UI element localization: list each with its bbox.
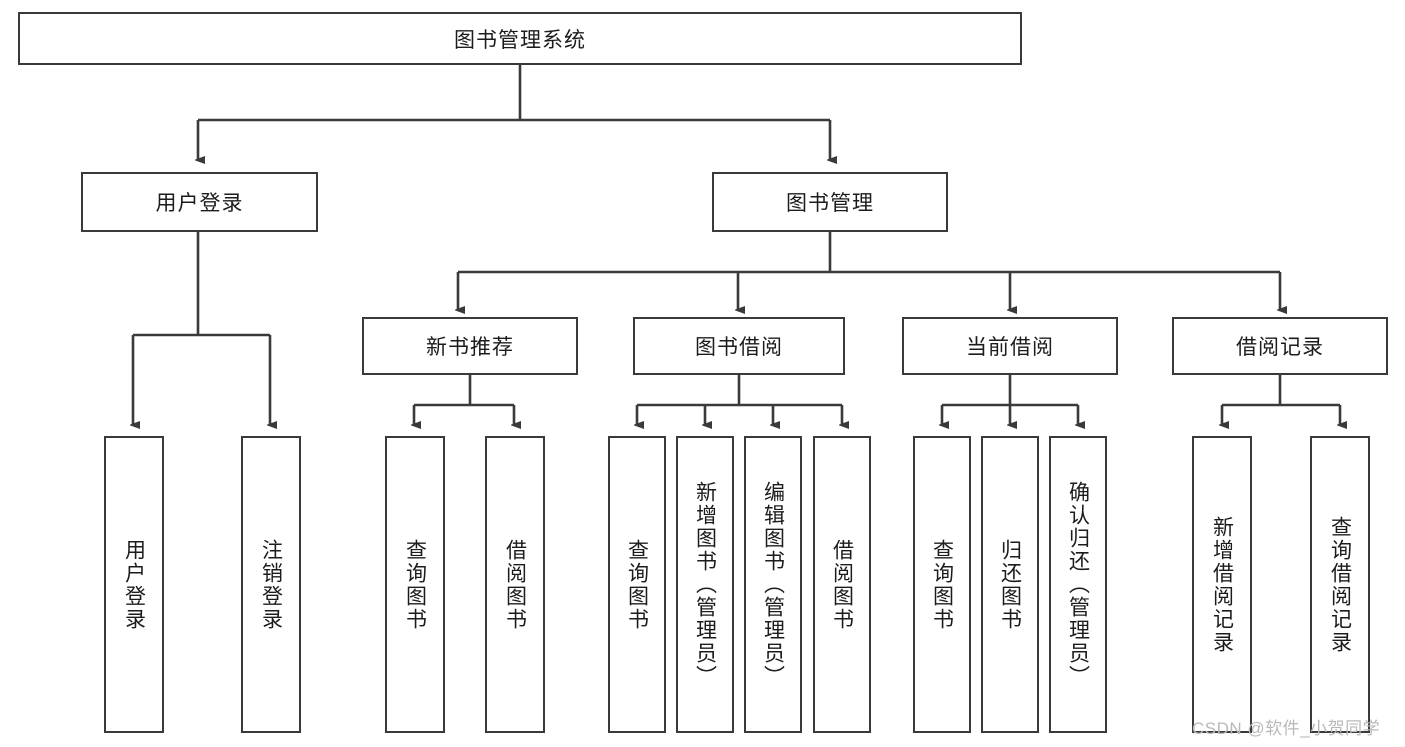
leaf-current-return-book[interactable]: 归还图书 — [981, 436, 1039, 733]
leaf-records-query-record[interactable]: 查询借阅记录 — [1310, 436, 1370, 733]
leaf-label: 查询图书 — [403, 538, 427, 631]
leaf-label: 借阅图书 — [503, 538, 527, 631]
leaf-borrow-borrow-book[interactable]: 借阅图书 — [813, 436, 871, 733]
node-book-management-label: 图书管理 — [786, 192, 874, 215]
leaf-label: 确认归还（管理员） — [1066, 481, 1090, 688]
leaf-label: 用户登录 — [122, 538, 146, 631]
watermark: CSDN @软件_小贺同学 — [1192, 719, 1381, 738]
leaf-borrow-query-book[interactable]: 查询图书 — [608, 436, 666, 733]
node-user-login[interactable]: 用户登录 — [81, 172, 318, 232]
leaf-new-book-query[interactable]: 查询图书 — [385, 436, 445, 733]
node-book-borrow-label: 图书借阅 — [695, 336, 783, 359]
leaf-label: 新增借阅记录 — [1210, 515, 1234, 654]
leaf-label: 新增图书（管理员） — [693, 481, 717, 688]
leaf-label: 归还图书 — [998, 538, 1022, 631]
node-book-management[interactable]: 图书管理 — [712, 172, 948, 232]
leaf-label: 编辑图书（管理员） — [761, 481, 785, 688]
leaf-label: 注销登录 — [259, 538, 283, 631]
leaf-borrow-edit-book-admin[interactable]: 编辑图书（管理员） — [744, 436, 802, 733]
leaf-current-confirm-return-admin[interactable]: 确认归还（管理员） — [1049, 436, 1107, 733]
node-borrow-records-label: 借阅记录 — [1236, 336, 1324, 359]
node-root-label: 图书管理系统 — [454, 28, 586, 52]
leaf-borrow-add-book-admin[interactable]: 新增图书（管理员） — [676, 436, 734, 733]
node-borrow-records[interactable]: 借阅记录 — [1172, 317, 1388, 375]
node-book-borrow[interactable]: 图书借阅 — [633, 317, 845, 375]
leaf-user-login-login[interactable]: 用户登录 — [104, 436, 164, 733]
leaf-records-add-record[interactable]: 新增借阅记录 — [1192, 436, 1252, 733]
leaf-label: 查询图书 — [930, 538, 954, 631]
leaf-label: 查询图书 — [625, 538, 649, 631]
node-new-book-recommend-label: 新书推荐 — [426, 336, 514, 359]
node-new-book-recommend[interactable]: 新书推荐 — [362, 317, 578, 375]
leaf-label: 借阅图书 — [830, 538, 854, 631]
node-root[interactable]: 图书管理系统 — [18, 12, 1022, 65]
leaf-user-login-logout[interactable]: 注销登录 — [241, 436, 301, 733]
leaf-label: 查询借阅记录 — [1328, 515, 1352, 654]
leaf-current-query-book[interactable]: 查询图书 — [913, 436, 971, 733]
node-current-borrow-label: 当前借阅 — [966, 336, 1054, 359]
node-user-login-label: 用户登录 — [155, 192, 244, 215]
leaf-new-book-borrow[interactable]: 借阅图书 — [485, 436, 545, 733]
node-current-borrow[interactable]: 当前借阅 — [902, 317, 1118, 375]
